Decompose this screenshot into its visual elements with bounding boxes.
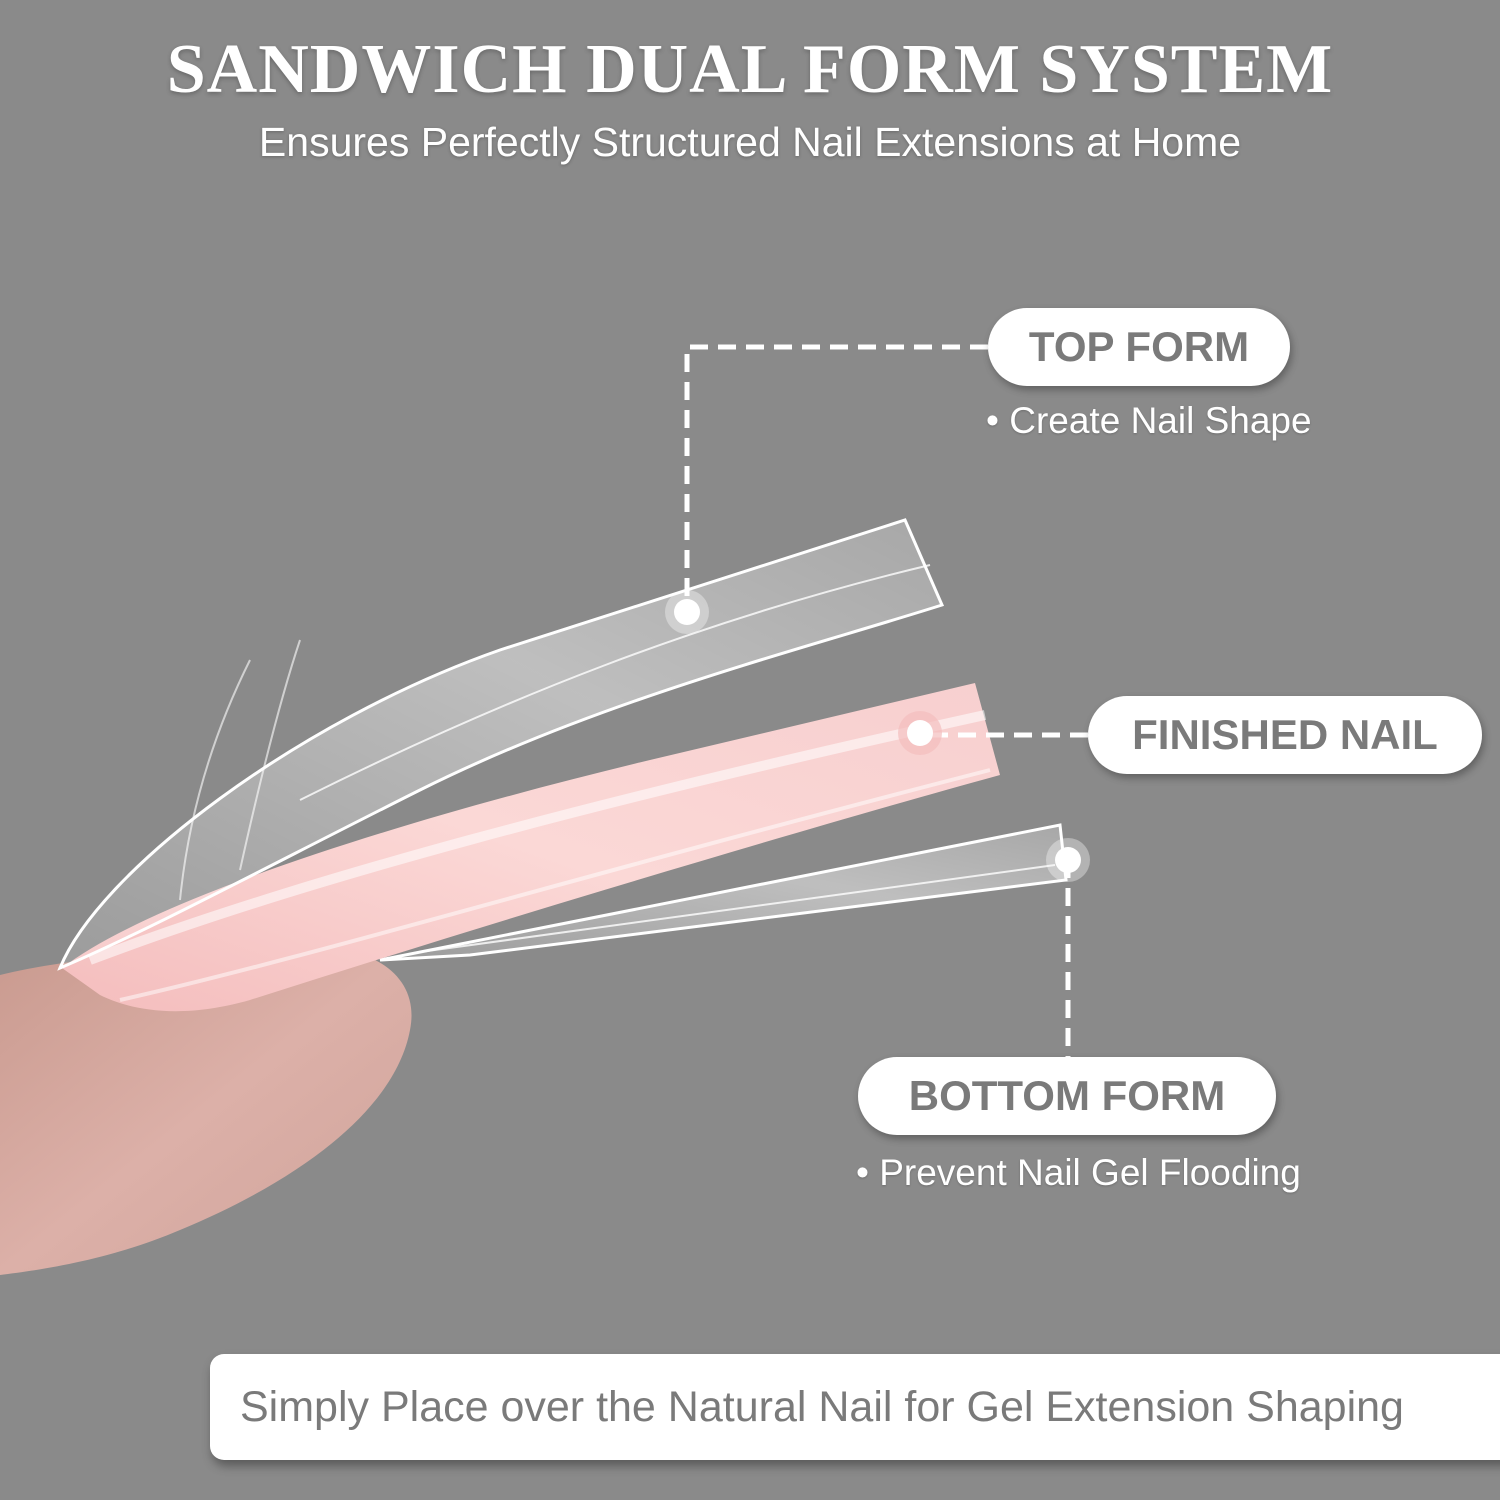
bottom-form-label-text: BOTTOM FORM [908, 1072, 1226, 1119]
usage-banner: Simply Place over the Natural Nail for G… [210, 1354, 1500, 1460]
bottom-form-note: • Prevent Nail Gel Flooding [856, 1152, 1301, 1193]
bottom-form-label: BOTTOM FORM [858, 1057, 1276, 1135]
top-form-note: • Create Nail Shape [986, 400, 1312, 441]
finger-icon [0, 945, 412, 1275]
connector-lines [684, 344, 1088, 1058]
page-title: SANDWICH DUAL FORM SYSTEM [166, 31, 1334, 108]
usage-banner-text: Simply Place over the Natural Nail for G… [240, 1382, 1404, 1431]
top-form-label-text: TOP FORM [1028, 323, 1250, 370]
finished-nail-label-text: FINISHED NAIL [1132, 711, 1438, 758]
page-subtitle: Ensures Perfectly Structured Nail Extens… [258, 119, 1242, 165]
pointer-dots [665, 590, 1090, 882]
top-form-label: TOP FORM [988, 308, 1290, 386]
finished-nail-shape [62, 683, 1000, 1012]
bottom-form-shape [379, 823, 1068, 962]
finished-nail-label: FINISHED NAIL [1088, 696, 1482, 774]
top-form-shape [57, 518, 945, 971]
